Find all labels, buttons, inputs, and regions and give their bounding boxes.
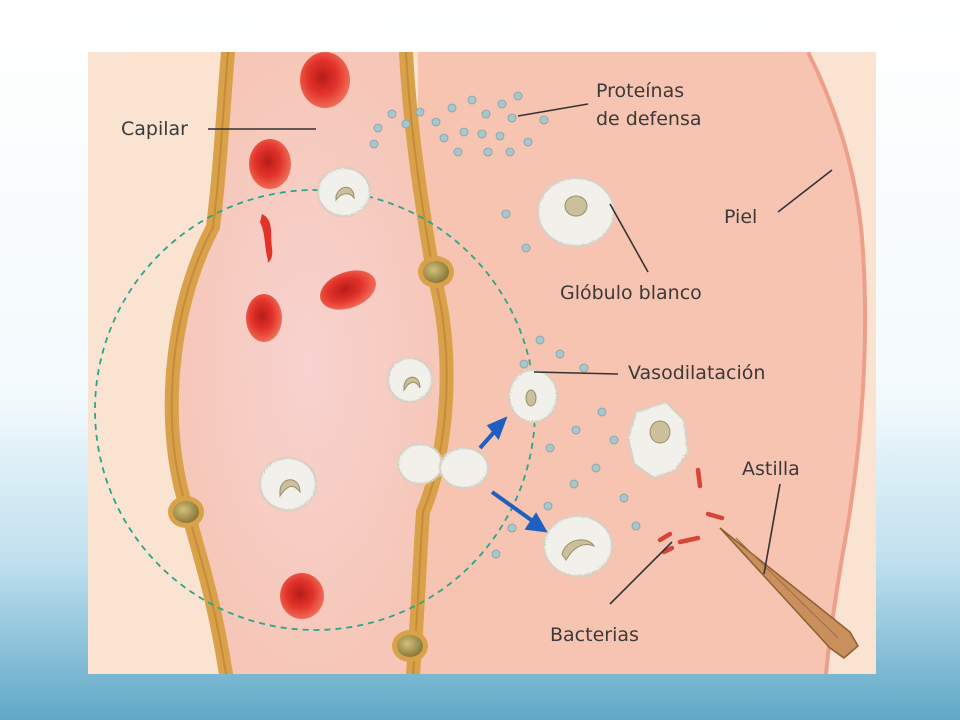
leader-lines	[208, 103, 833, 605]
white-blood-cell-nuclei	[279, 186, 671, 561]
label-proteinas-line2: de defensa	[596, 108, 702, 130]
capillary-lumen	[171, 52, 447, 674]
splinter	[719, 527, 859, 659]
label-piel: Piel	[724, 206, 758, 228]
defense-protein-dots	[369, 91, 641, 559]
diagram-canvas	[94, 52, 876, 674]
label-proteinas-line1: Proteínas	[596, 80, 685, 102]
label-globulo-blanco: Glóbulo blanco	[560, 282, 702, 304]
skin-edge	[806, 52, 868, 674]
migration-arrows	[478, 416, 548, 533]
bacteria	[657, 467, 725, 555]
label-capilar: Capilar	[121, 118, 188, 140]
label-vasodilatacion: Vasodilatación	[628, 362, 766, 384]
label-bacterias: Bacterias	[550, 624, 639, 646]
splinter-grain	[735, 537, 839, 639]
inflammation-diagram: Capilar Proteínas de defensa Piel Glóbul…	[88, 52, 876, 674]
red-blood-cells	[246, 52, 376, 619]
endothelial-nuclei	[168, 256, 454, 662]
capillary-wall-right-outline	[405, 52, 448, 674]
label-astilla: Astilla	[742, 458, 800, 480]
capillary-wall-left-outline	[170, 52, 229, 674]
